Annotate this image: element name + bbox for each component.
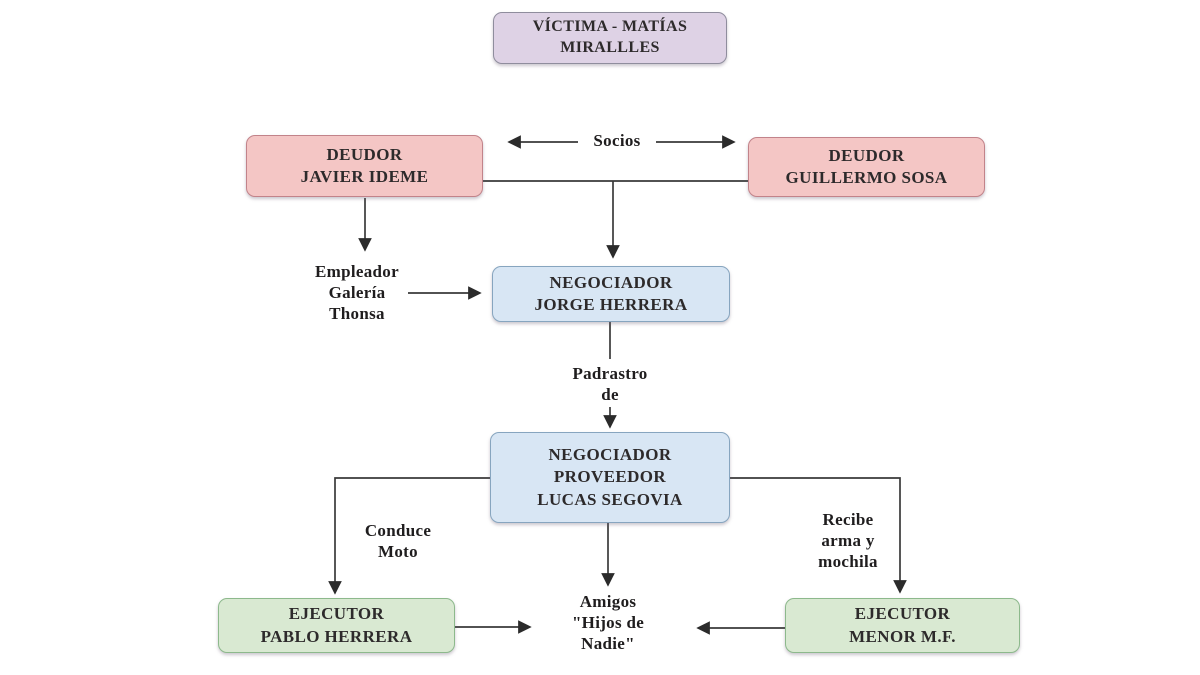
amigos-note: Amigos "Hijos de Nadie"	[571, 592, 645, 654]
executor-pablo-node: EJECUTOR PABLO HERRERA	[218, 598, 455, 653]
negotiator-lucas-node: NEGOCIADOR PROVEEDOR LUCAS SEGOVIA	[490, 432, 730, 523]
socios-label: Socios	[593, 131, 641, 150]
executor-menor-node: EJECUTOR MENOR M.F.	[785, 598, 1020, 653]
debtor-guillermo-node: DEUDOR GUILLERMO SOSA	[748, 137, 985, 197]
debtor-javier-node: DEUDOR JAVIER IDEME	[246, 135, 483, 197]
padrastro-note: Padrastro de	[572, 364, 648, 405]
recibe-note: Recibe arma y mochila	[818, 510, 878, 572]
negotiator-jorge-node: NEGOCIADOR JORGE HERRERA	[492, 266, 730, 322]
empleador-note: Empleador Galería Thonsa	[315, 262, 399, 324]
victim-node: VÍCTIMA - MATÍAS MIRALLLES	[493, 12, 727, 64]
conduce-note: Conduce Moto	[364, 521, 432, 562]
